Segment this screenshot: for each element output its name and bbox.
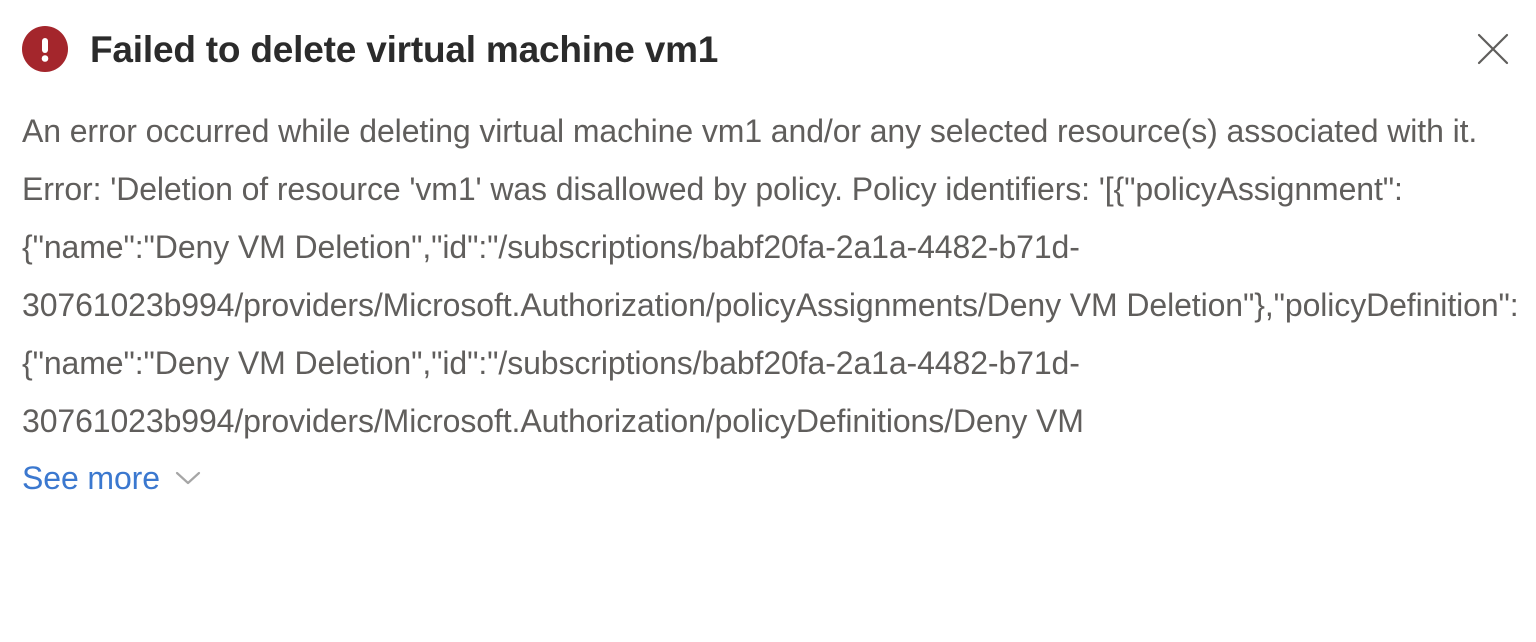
close-button[interactable] bbox=[1466, 22, 1520, 76]
see-more-link[interactable]: See more bbox=[22, 460, 160, 496]
notification-body: An error occurred while deleting virtual… bbox=[0, 102, 1536, 450]
error-circle-exclamation-icon bbox=[22, 26, 68, 72]
close-x-icon bbox=[1476, 32, 1510, 66]
see-more-row: See more bbox=[0, 452, 1536, 504]
notification-header: Failed to delete virtual machine vm1 bbox=[0, 0, 1536, 96]
chevron-down-icon[interactable] bbox=[174, 464, 202, 492]
page-title: Failed to delete virtual machine vm1 bbox=[90, 29, 719, 70]
error-message-text: An error occurred while deleting virtual… bbox=[22, 113, 1519, 439]
